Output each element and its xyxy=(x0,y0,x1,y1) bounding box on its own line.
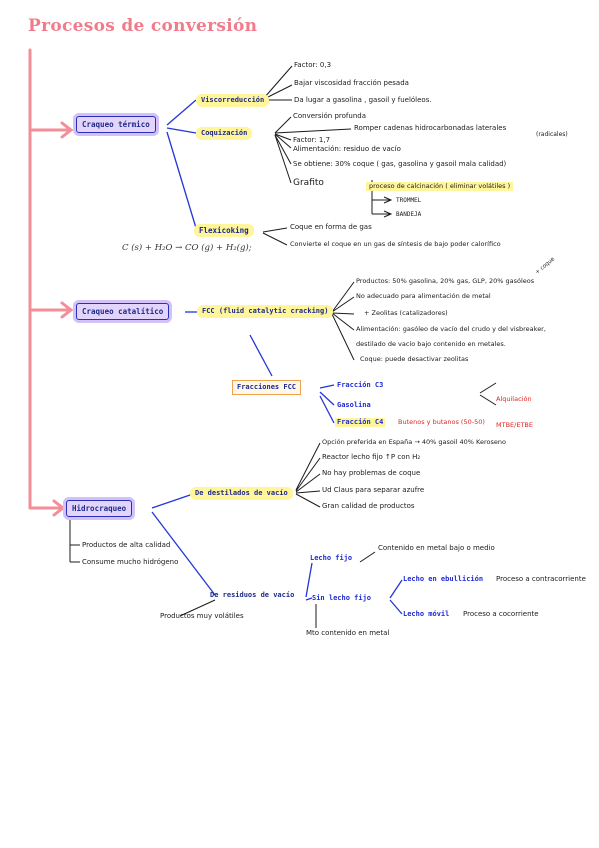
calcinacion-note: proceso de calcinación ( eliminar voláti… xyxy=(366,182,514,191)
movil-detail: Proceso a cocorriente xyxy=(463,610,539,618)
craqueo-termico-node: Craqueo térmico xyxy=(76,116,156,133)
fcc-node: FCC (fluid catalytic cracking) xyxy=(197,305,334,318)
fcc-item: No adecuado para alimentación de metal xyxy=(356,292,491,300)
destilados-item: Ud Claus para separar azufre xyxy=(322,486,425,494)
hidro-left-item: Consume mucho hidrógeno xyxy=(82,558,179,566)
residuos-vacio-node: De residuos de vacío xyxy=(210,591,295,599)
coquizacion-node: Coquización xyxy=(196,127,253,140)
fcc-item: Coque: puede desactivar zeolitas xyxy=(360,355,469,363)
viscorreduccion-node: Viscorreducción xyxy=(196,94,270,107)
mtbe-label: MTBE/ETBE xyxy=(496,421,533,429)
fraccion-c4: Fracción C4 xyxy=(335,418,386,427)
c4-detail: Butenos y butanos (50-50) xyxy=(398,418,485,426)
flexicoking-formula: C (s) + H₂O → CO (g) + H₂(g); xyxy=(122,243,252,253)
visco-item: Da lugar a gasolina , gasoil y fuelóleos… xyxy=(294,96,432,104)
trommel-label: TROMMEL xyxy=(396,197,422,204)
fraccion-gasolina: Gasolina xyxy=(337,401,371,409)
sin-lecho-detail: Mto contenido en metal xyxy=(306,629,390,637)
lecho-fijo: Lecho fijo xyxy=(310,554,353,562)
destilados-item: Gran calidad de productos xyxy=(322,502,415,510)
lecho-ebullicion: Lecho en ebullición xyxy=(403,575,484,583)
residuos-left: Productos muy volátiles xyxy=(160,612,244,620)
sin-lecho-fijo: Sin lecho fijo xyxy=(312,594,372,602)
destilados-vacio-node: De destilados de vacío xyxy=(190,487,293,500)
lecho-movil: Lecho móvil xyxy=(403,610,450,618)
craqueo-catalitico-node: Craqueo catalítico xyxy=(76,303,170,320)
coqui-item: Se obtiene: 30% coque ( gas, gasolina y … xyxy=(293,160,507,168)
bandeja-label: BANDEJA xyxy=(396,211,422,218)
flexi-item: Convierte el coque en un gas de síntesis… xyxy=(290,240,501,248)
coqui-item-note: (radicales) xyxy=(536,131,568,138)
flexi-item: Coque en forma de gas xyxy=(290,223,372,231)
coqui-item: Conversión profunda xyxy=(293,112,366,120)
fcc-item: Productos: 50% gasolina, 20% gas, GLP, 2… xyxy=(356,277,535,285)
visco-item: Bajar viscosidad fracción pesada xyxy=(294,79,409,87)
coqui-item: Alimentación: residuo de vacío xyxy=(293,145,401,153)
destilados-item: Opción preferida en España → 40% gasoil … xyxy=(322,438,506,446)
ebullicion-detail: Proceso a contracorriente xyxy=(496,575,586,583)
lecho-fijo-detail: Contenido en metal bajo o medio xyxy=(378,544,495,552)
fcc-item: + Zeolitas (catalizadores) xyxy=(364,309,448,317)
coqui-item: Factor: 1,7 xyxy=(293,136,331,144)
flexicoking-node: Flexicoking xyxy=(194,224,254,237)
fcc-item: Alimentación: gasóleo de vacío del crudo… xyxy=(356,325,546,333)
destilados-item: Reactor lecho fijo ↑P con H₂ xyxy=(322,453,421,461)
fcc-item: destilado de vacío bajo contenido en met… xyxy=(356,340,506,348)
visco-item: Factor: 0,3 xyxy=(294,61,332,69)
coqui-item: Romper cadenas hidrocarbonadas laterales xyxy=(354,124,507,132)
coqui-item: Grafito xyxy=(293,178,324,188)
alquilacion-label: Alquilación xyxy=(496,395,532,403)
fracciones-fcc-node: Fracciones FCC xyxy=(232,380,302,395)
destilados-item: No hay problemas de coque xyxy=(322,469,421,477)
hidro-left-item: Productos de alta calidad xyxy=(82,541,171,549)
page-title: Procesos de conversión xyxy=(28,16,258,36)
hidrocraqueo-node: Hidrocraqueo xyxy=(66,500,133,517)
fraccion-c3: Fracción C3 xyxy=(337,381,384,389)
